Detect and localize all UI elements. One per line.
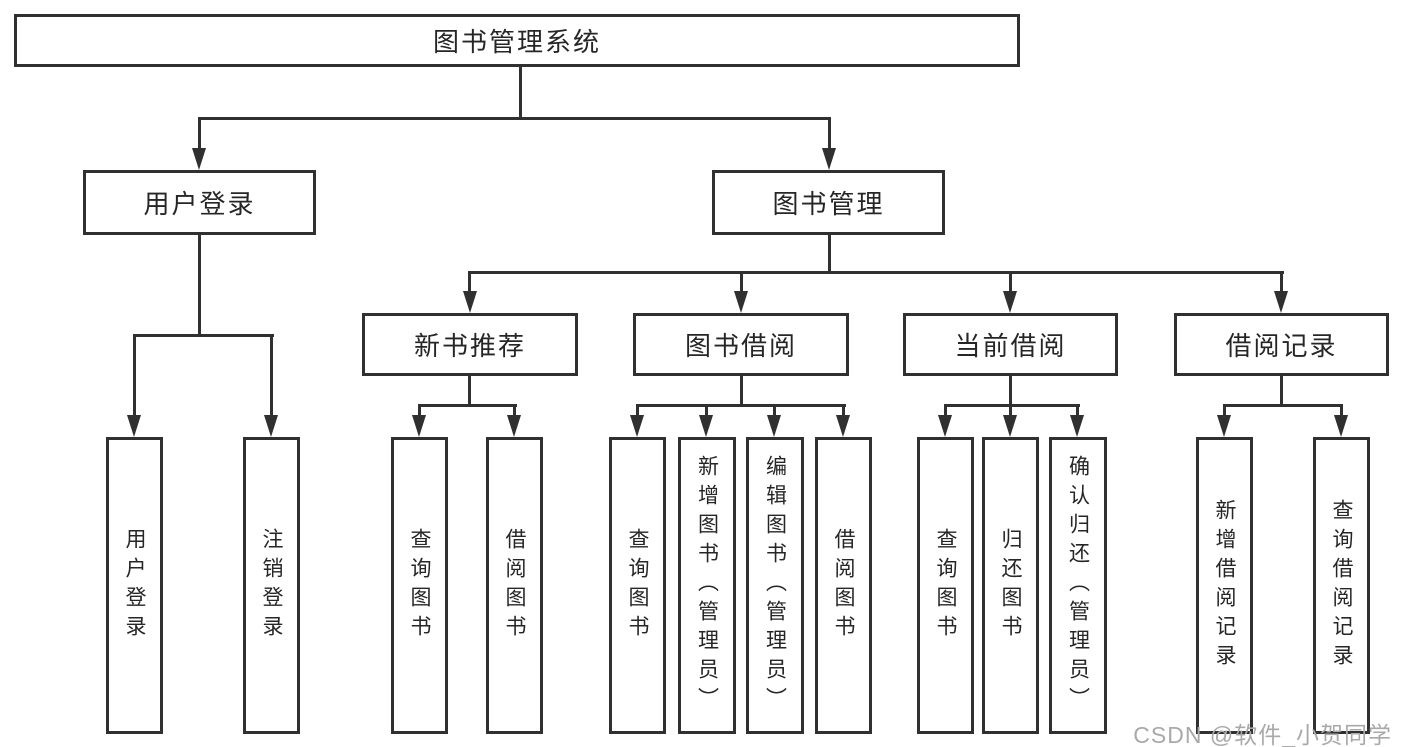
arrow-down-icon <box>1274 291 1288 313</box>
arrow-down-icon <box>767 415 781 437</box>
connector-line <box>1009 271 1012 293</box>
connector-line <box>705 404 708 416</box>
connector-line <box>1076 404 1079 416</box>
arrow-down-icon <box>836 415 850 437</box>
connector-line <box>1009 404 1012 416</box>
connector-line <box>1223 404 1226 416</box>
arrow-down-icon <box>1003 291 1017 313</box>
leaf-label: 查询图书 <box>934 527 957 644</box>
leaf-label: 归还图书 <box>999 527 1022 644</box>
connector-line <box>773 404 776 416</box>
node-book-management: 图书管理 <box>712 170 945 235</box>
leaf-label: 新增借阅记录 <box>1213 498 1236 673</box>
connector-line <box>1280 376 1283 406</box>
connector-line <box>198 117 831 120</box>
node-leaf-query-borrow-record: 查询借阅记录 <box>1313 437 1370 734</box>
csdn-watermark: CSDN @软件_小贺同学 <box>1133 722 1392 747</box>
connector-line <box>133 334 136 417</box>
node-leaf-borrow-books-recommend: 借阅图书 <box>486 437 543 734</box>
connector-line <box>636 404 639 416</box>
leaf-label: 新增图书（管理员） <box>695 455 719 716</box>
connector-line <box>636 404 846 407</box>
node-library-management-system: 图书管理系统 <box>14 14 1020 67</box>
node-user-login: 用户登录 <box>83 170 316 235</box>
connector-line <box>1009 376 1012 406</box>
node-book-borrowing: 图书借阅 <box>633 313 849 376</box>
connector-line <box>1223 404 1343 407</box>
arrow-down-icon <box>412 415 426 437</box>
node-new-book-recommendation: 新书推荐 <box>362 313 578 376</box>
connector-line <box>519 67 522 119</box>
connector-line <box>133 334 274 337</box>
arrow-down-icon <box>463 291 477 313</box>
node-leaf-user-login: 用户登录 <box>106 437 163 734</box>
arrow-down-icon <box>1070 415 1084 437</box>
connector-line <box>513 404 516 416</box>
connector-line <box>944 404 1080 407</box>
leaf-label: 编辑图书（管理员） <box>763 455 787 716</box>
arrow-down-icon <box>507 415 521 437</box>
node-leaf-query-books-current: 查询图书 <box>917 437 974 734</box>
connector-line <box>418 404 421 416</box>
arrow-down-icon <box>1334 415 1348 437</box>
leaf-label: 借阅图书 <box>832 527 855 644</box>
arrow-down-icon <box>127 415 141 437</box>
connector-line <box>842 404 845 416</box>
connector-line <box>468 271 1284 274</box>
leaf-label: 查询图书 <box>626 527 649 644</box>
connector-line <box>740 376 743 406</box>
leaf-label: 查询借阅记录 <box>1330 498 1353 673</box>
leaf-label: 确认归还（管理员） <box>1066 455 1090 716</box>
connector-line <box>1340 404 1343 416</box>
node-leaf-add-books-admin: 新增图书（管理员） <box>678 437 736 734</box>
connector-line <box>270 334 273 417</box>
leaf-label: 注销登录 <box>260 527 283 644</box>
connector-line <box>198 117 201 150</box>
arrow-down-icon <box>264 415 278 437</box>
connector-line <box>468 376 471 406</box>
connector-line <box>418 404 517 407</box>
node-leaf-query-books-borrowing: 查询图书 <box>609 437 666 734</box>
node-borrowing-records: 借阅记录 <box>1174 313 1389 376</box>
node-leaf-return-books: 归还图书 <box>982 437 1039 734</box>
node-leaf-edit-books-admin: 编辑图书（管理员） <box>746 437 804 734</box>
arrow-down-icon <box>1217 415 1231 437</box>
node-leaf-add-borrow-record: 新增借阅记录 <box>1196 437 1253 734</box>
node-leaf-borrow-books: 借阅图书 <box>815 437 872 734</box>
node-leaf-confirm-return-admin: 确认归还（管理员） <box>1049 437 1107 734</box>
connector-line <box>740 271 743 293</box>
leaf-label: 借阅图书 <box>503 527 526 644</box>
leaf-label: 用户登录 <box>123 527 146 644</box>
leaf-label: 查询图书 <box>408 527 431 644</box>
arrow-down-icon <box>1003 415 1017 437</box>
arrow-down-icon <box>734 291 748 313</box>
connector-line <box>828 117 831 150</box>
connector-line <box>468 271 471 293</box>
arrow-down-icon <box>699 415 713 437</box>
connector-line <box>198 235 201 336</box>
connector-line <box>828 235 831 273</box>
node-current-borrowing: 当前借阅 <box>903 313 1118 376</box>
arrow-down-icon <box>938 415 952 437</box>
arrow-down-icon <box>822 148 836 170</box>
arrow-down-icon <box>192 148 206 170</box>
connector-line <box>1280 271 1283 293</box>
arrow-down-icon <box>630 415 644 437</box>
node-leaf-query-books-recommend: 查询图书 <box>391 437 448 734</box>
connector-line <box>944 404 947 416</box>
node-leaf-logout: 注销登录 <box>243 437 300 734</box>
